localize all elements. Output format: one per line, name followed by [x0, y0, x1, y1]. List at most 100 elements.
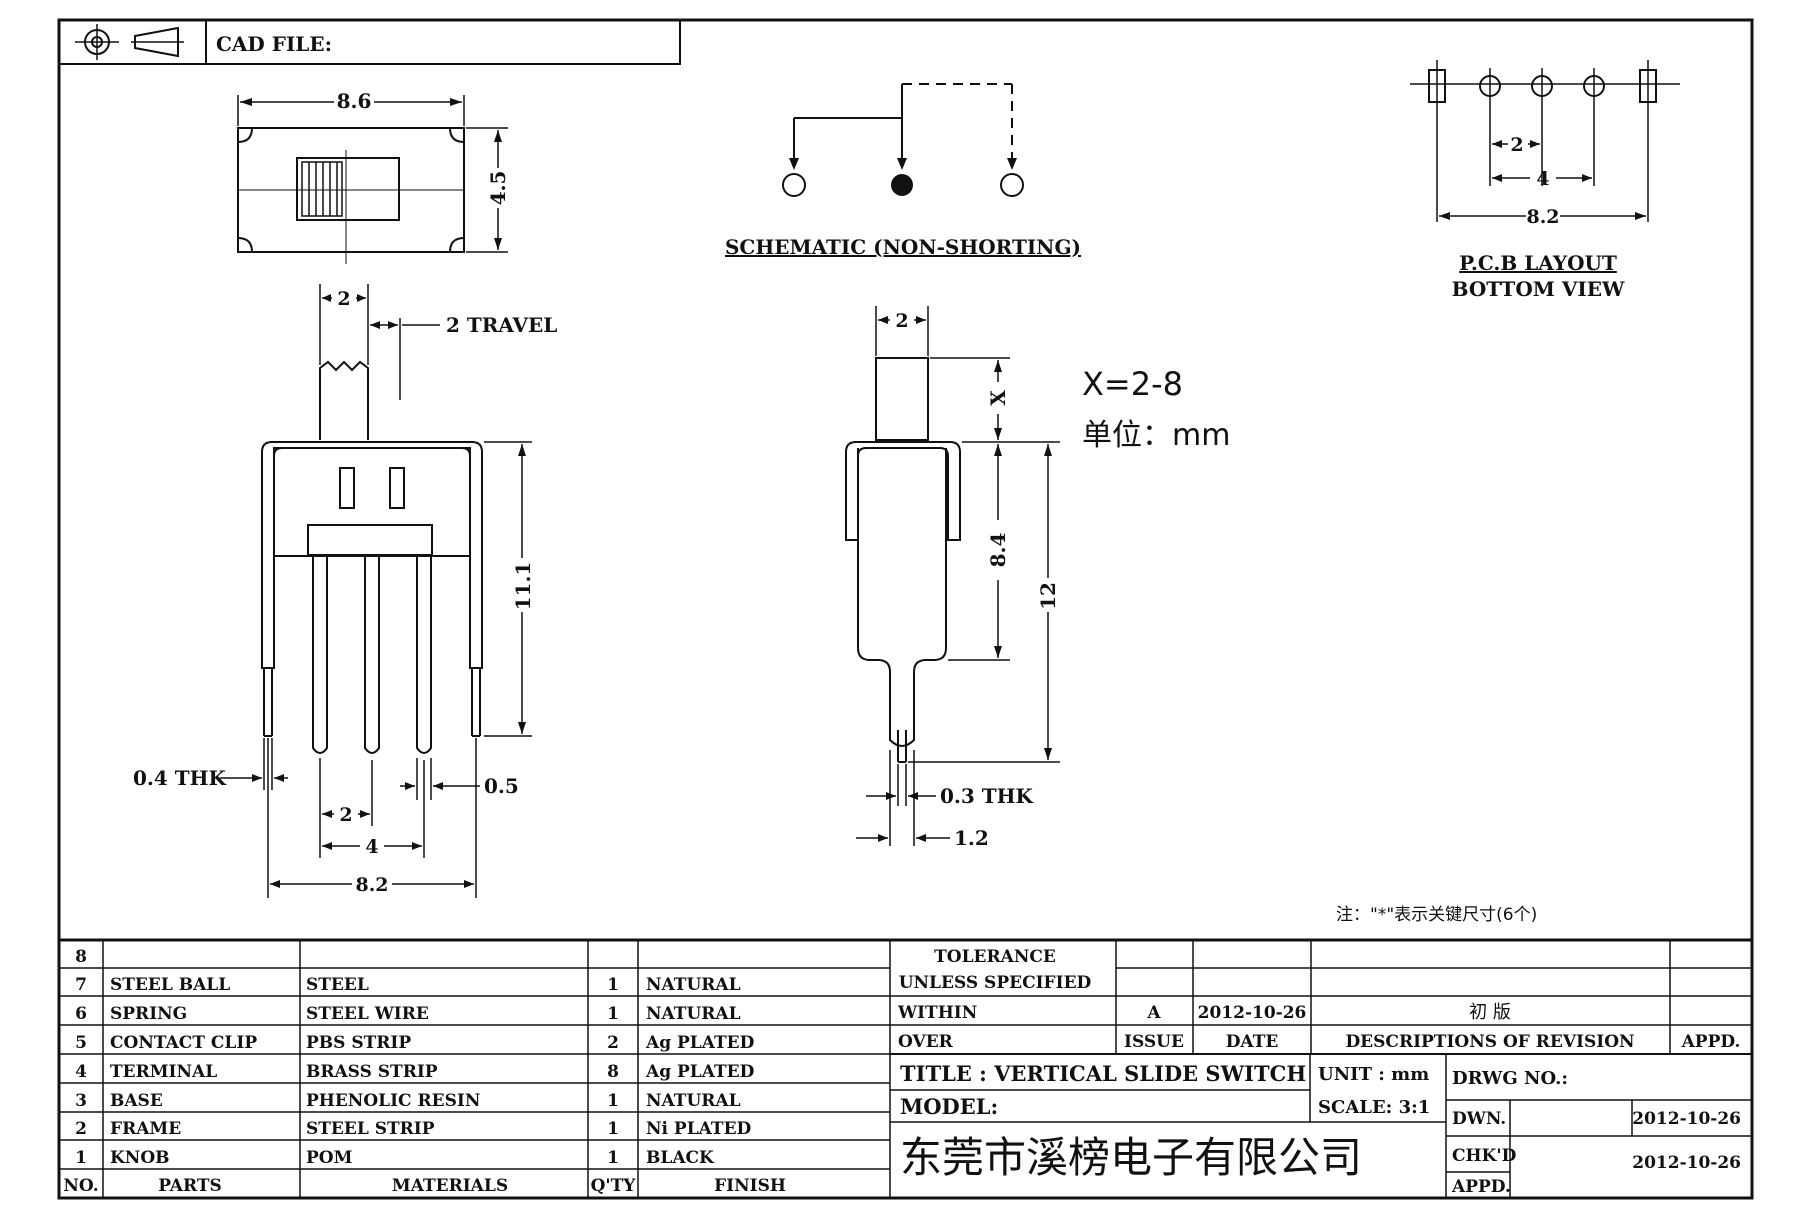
pcb-span-dim: 4	[1536, 168, 1549, 190]
unit-note: 单位：mm	[1082, 418, 1230, 453]
bom-cell-part: CONTACT CLIP	[110, 1033, 257, 1053]
bom-cell-finish: BLACK	[646, 1148, 715, 1168]
company-name: 东莞市溪榜电子有限公司	[900, 1133, 1362, 1182]
pcb-layout: 2 4 8.2 P.C.B LAYOUT BOTTOM VIEW	[1410, 60, 1680, 301]
travel-dim: 2 TRAVEL	[446, 313, 557, 337]
top-view: 8.6 4.5	[237, 89, 510, 264]
approved-label: APPD.	[1451, 1177, 1511, 1197]
revision-block: TOLERANCE UNLESS SPECIFIED WITHIN OVER A…	[890, 940, 1752, 1054]
top-height-dim: 4.5	[486, 171, 510, 206]
first-angle-projection-icon	[75, 24, 184, 60]
bom-cell-qty: 1	[607, 1119, 619, 1139]
pcb-overall-dim: 8.2	[1526, 206, 1559, 228]
drawing-number-label: DRWG NO.:	[1452, 1068, 1568, 1089]
bom-cell-qty: 1	[607, 1004, 619, 1024]
bom-cell-material: PHENOLIC RESIN	[306, 1091, 480, 1111]
drawn-label: DWN.	[1452, 1109, 1506, 1129]
revision-desc: 初 版	[1469, 1002, 1511, 1023]
side-view: 2 X 8.4 12 0.3 THK	[845, 306, 1060, 850]
bom-header-parts: PARTS	[158, 1176, 222, 1196]
bom-cell-finish: Ni PLATED	[646, 1119, 752, 1139]
pcb-pitch-dim: 2	[1510, 134, 1523, 156]
bom-cell-material: BRASS STRIP	[306, 1062, 438, 1082]
model-label: MODEL:	[900, 1094, 998, 1119]
terminal-circle	[1000, 173, 1024, 197]
scale-label: SCALE: 3:1	[1318, 1097, 1430, 1118]
top-width-dim: 8.6	[337, 89, 372, 113]
front-overall-dim: 8.2	[355, 874, 388, 896]
cad-file-label: CAD FILE:	[216, 32, 332, 56]
checked-date: 2012-10-26	[1632, 1153, 1741, 1173]
drawing-title: TITLE : VERTICAL SLIDE SWITCH	[900, 1061, 1306, 1086]
bom-cell-finish: NATURAL	[646, 1004, 741, 1024]
front-pin-dim: 0.5	[484, 774, 519, 798]
bom-cell-part: FRAME	[110, 1119, 181, 1139]
tolerance-within: WITHIN	[897, 1003, 977, 1023]
bom-cell-no: 3	[75, 1091, 87, 1111]
front-view: 2 2 TRAVEL 11.1 0.4 THK 0.5	[133, 284, 557, 898]
side-body-dim: 8.4	[986, 533, 1010, 568]
bom-cell-no: 5	[75, 1033, 87, 1053]
terminal-circle	[782, 173, 806, 197]
bom-cell-no: 7	[75, 975, 87, 995]
revision-issue-header: ISSUE	[1124, 1032, 1184, 1052]
common-terminal-dot	[891, 174, 913, 196]
side-total-dim: 12	[1036, 582, 1060, 610]
tolerance-unless: UNLESS SPECIFIED	[899, 973, 1092, 993]
pcb-title: P.C.B LAYOUT	[1459, 251, 1617, 275]
side-thk-dim: 0.3 THK	[940, 784, 1034, 808]
bom-cell-qty: 8	[607, 1062, 619, 1082]
bom-cell-qty: 1	[607, 1091, 619, 1111]
bom-cell-material: POM	[306, 1148, 353, 1168]
bom-cell-part: BASE	[110, 1091, 163, 1111]
checked-label: CHK'D	[1452, 1146, 1517, 1166]
bom-cell-qty: 2	[607, 1033, 619, 1053]
bom-cell-no: 4	[75, 1062, 87, 1082]
revision-appd-header: APPD.	[1681, 1032, 1741, 1052]
bom-cell-no: 8	[75, 947, 87, 967]
bom-header-no: NO.	[63, 1176, 98, 1196]
x-range-note: X=2-8	[1082, 365, 1183, 403]
bom-cell-material: PBS STRIP	[306, 1033, 411, 1053]
bom-cell-finish: Ag PLATED	[645, 1033, 755, 1053]
bom-cell-material: STEEL	[306, 975, 369, 995]
bom-cell-part: STEEL BALL	[110, 975, 230, 995]
bom-cell-finish: Ag PLATED	[645, 1062, 755, 1082]
schematic-title: SCHEMATIC (NON-SHORTING)	[725, 235, 1081, 259]
bom-cell-part: SPRING	[110, 1004, 187, 1024]
bom-cell-no: 6	[75, 1004, 87, 1024]
bom-header-qty: Q'TY	[591, 1176, 637, 1196]
pcb-subtitle: BOTTOM VIEW	[1452, 277, 1625, 301]
bom-cell-qty: 1	[607, 1148, 619, 1168]
tolerance-title: TOLERANCE	[934, 947, 1056, 967]
revision-date: 2012-10-26	[1198, 1003, 1307, 1023]
front-height-dim: 11.1	[511, 562, 535, 611]
side-knob-dim: 2	[895, 310, 908, 332]
title-block: TITLE : VERTICAL SLIDE SWITCH MODEL: UNI…	[890, 1053, 1752, 1198]
header-block: CAD FILE:	[58, 19, 681, 65]
drawn-date: 2012-10-26	[1632, 1109, 1741, 1129]
schematic: SCHEMATIC (NON-SHORTING)	[725, 83, 1081, 259]
bom-cell-part: TERMINAL	[110, 1062, 217, 1082]
sheet-border	[57, 18, 1754, 1200]
bom-cell-part: KNOB	[110, 1148, 170, 1168]
revision-desc-header: DESCRIPTIONS OF REVISION	[1345, 1032, 1634, 1052]
side-offset-dim: 1.2	[954, 826, 989, 850]
bom-cell-no: 2	[75, 1119, 87, 1139]
tolerance-over: OVER	[898, 1032, 954, 1052]
revision-date-header: DATE	[1226, 1032, 1279, 1052]
side-x-dim: X	[986, 390, 1010, 406]
key-dimension-note: 注："*"表示关键尺寸(6个)	[1336, 905, 1537, 925]
bom-cell-finish: NATURAL	[646, 1091, 741, 1111]
unit-label: UNIT : mm	[1318, 1064, 1429, 1085]
bom-cell-qty: 1	[607, 975, 619, 995]
front-thk-dim: 0.4 THK	[133, 766, 227, 790]
bom-cell-material: STEEL WIRE	[306, 1004, 429, 1024]
bom-header-materials: MATERIALS	[392, 1176, 508, 1196]
bom-cell-finish: NATURAL	[646, 975, 741, 995]
front-pitch-dim: 2	[339, 804, 352, 826]
bom-cell-material: STEEL STRIP	[306, 1119, 435, 1139]
front-span-dim: 4	[365, 836, 378, 858]
